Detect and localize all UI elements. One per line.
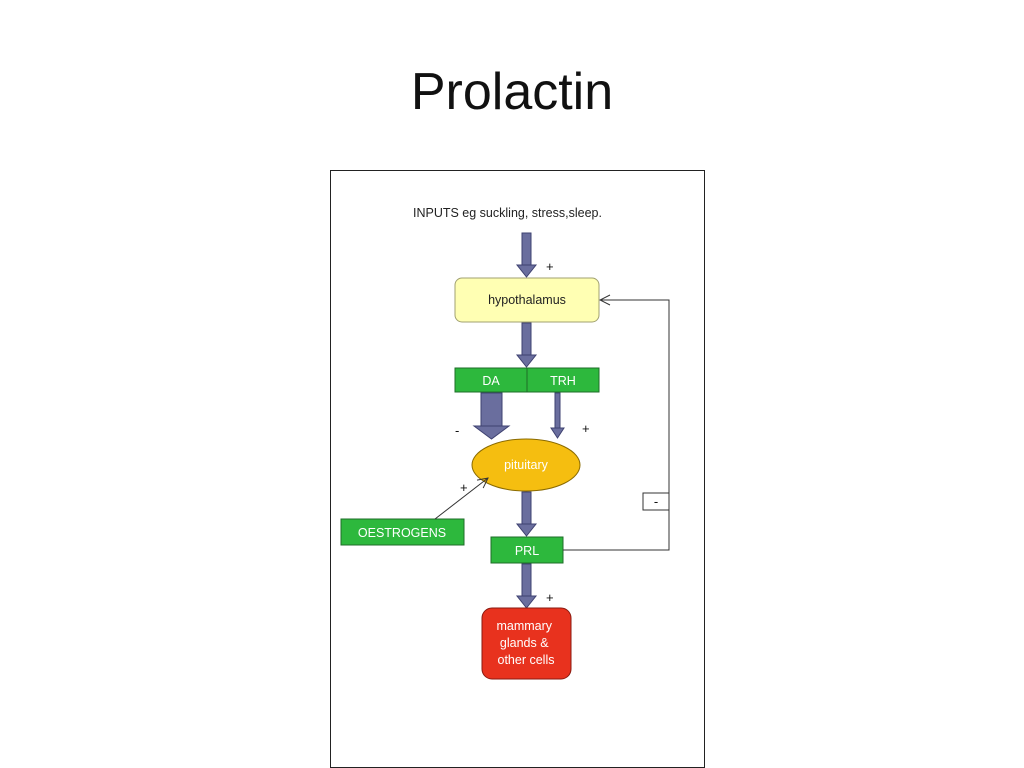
pituitary-label: pituitary <box>504 458 549 472</box>
pituitary-ellipse <box>471 438 581 492</box>
trh-box <box>526 367 600 393</box>
slide-title: Prolactin <box>410 63 614 121</box>
target-cells-label: mammary glands & other cells <box>496 619 555 667</box>
target-line-1: mammary <box>496 619 552 633</box>
feedback-loop-line <box>563 300 670 551</box>
feedback-minus-sign: - <box>654 494 658 509</box>
prolactin-diagram: INPUTS eg suckling, stress,sleep. + hypo… <box>340 206 670 680</box>
oestrogens-label: OESTROGENS <box>358 526 446 540</box>
oestrogens-arrow <box>434 478 488 520</box>
target-cells-box <box>481 607 572 680</box>
trh-plus-sign: + <box>582 421 590 436</box>
hypothalamus-to-hormones-arrow <box>515 322 538 368</box>
inputs-arrow <box>515 232 538 278</box>
inputs-label: INPUTS eg suckling, stress,sleep. <box>413 206 602 220</box>
prl-to-target-arrow <box>515 563 538 609</box>
da-minus-sign: - <box>455 423 459 438</box>
prl-label: PRL <box>515 544 539 558</box>
prl-box <box>490 536 564 564</box>
hypothalamus-label: hypothalamus <box>488 293 566 307</box>
trh-arrow <box>550 392 565 439</box>
inputs-plus-sign: + <box>546 259 554 274</box>
da-arrow <box>472 392 511 440</box>
target-line-3: other cells <box>498 653 555 667</box>
feedback-sign-box <box>642 492 670 511</box>
da-box <box>454 367 528 393</box>
prl-plus-sign: + <box>546 590 554 605</box>
oestrogens-plus-sign: + <box>460 480 468 495</box>
diagram-frame: INPUTS eg suckling, stress,sleep. + hypo… <box>330 170 705 768</box>
pituitary-to-prl-arrow <box>515 491 538 537</box>
oestrogens-box <box>340 518 465 546</box>
da-label: DA <box>482 374 500 388</box>
trh-label: TRH <box>550 374 576 388</box>
target-line-2: glands & <box>500 636 549 650</box>
